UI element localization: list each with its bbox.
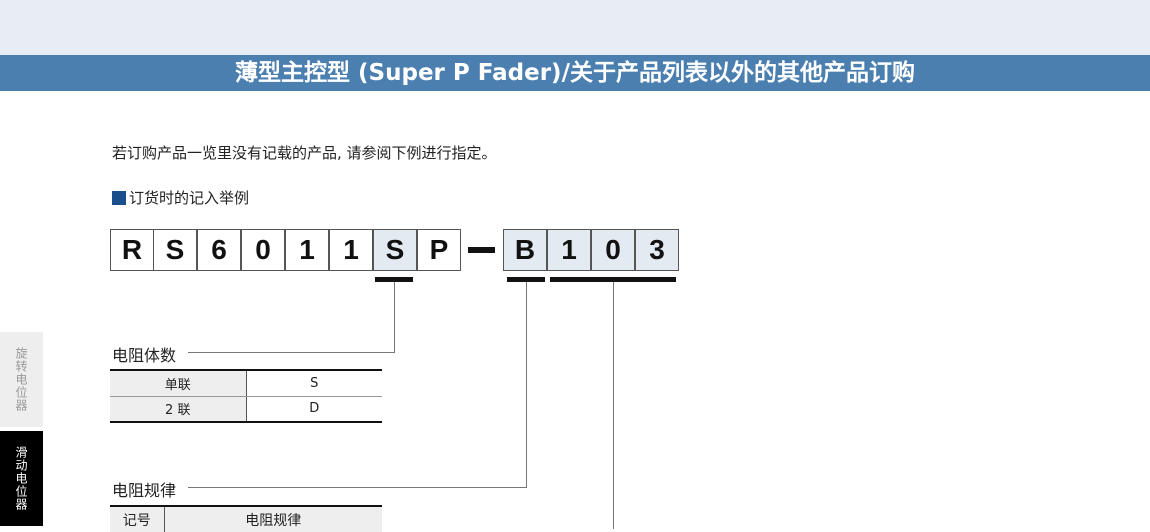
code-box: S [153, 229, 197, 271]
code-box: R [110, 229, 154, 271]
code-box: 6 [197, 229, 241, 271]
connector-line [188, 352, 395, 353]
code-box-highlight: 1 [547, 229, 591, 271]
side-tab-rotary[interactable]: 旋转电位器 [0, 332, 43, 427]
cell: 单联 [110, 369, 247, 397]
section-heading: 订货时的记入举例 [112, 187, 249, 208]
header-cell: 电阻规律 [164, 505, 382, 532]
underline-taper [507, 277, 545, 282]
code-box: 0 [241, 229, 285, 271]
cell: D [246, 396, 382, 423]
connector-line [526, 282, 527, 488]
code-box: P [417, 229, 461, 271]
table-header-row: 记号电阻规律 [110, 505, 382, 532]
code-box-highlight: B [503, 229, 547, 271]
top-band [0, 0, 1150, 55]
page-title: 薄型主控型 (Super P Fader)/关于产品列表以外的其他产品订购 [0, 55, 1150, 91]
cell: 2 联 [110, 396, 247, 423]
square-bullet-icon [112, 190, 126, 205]
code-box: 1 [285, 229, 329, 271]
code-box-highlight: 0 [591, 229, 635, 271]
header-cell: 记号 [110, 505, 165, 532]
taper-table: 记号电阻规律 [110, 505, 382, 532]
intro-text: 若订购产品一览里没有记载的产品, 请参阅下例进行指定。 [112, 144, 497, 162]
code-box-highlight: 3 [635, 229, 679, 271]
taper-label: 电阻规律 [112, 477, 183, 501]
side-tab-slide[interactable]: 滑动电位器 [0, 431, 43, 526]
cell: S [246, 369, 382, 397]
underline-gang [375, 277, 413, 282]
code-dash [468, 247, 495, 253]
connector-line [188, 487, 527, 488]
code-box-highlight: S [373, 229, 417, 271]
gang-label: 电阻体数 [112, 342, 183, 366]
code-box: 1 [329, 229, 373, 271]
section-title: 订货时的记入举例 [129, 189, 250, 207]
connector-line [394, 282, 395, 353]
connector-line [613, 282, 614, 529]
underline-resistance [550, 277, 676, 282]
